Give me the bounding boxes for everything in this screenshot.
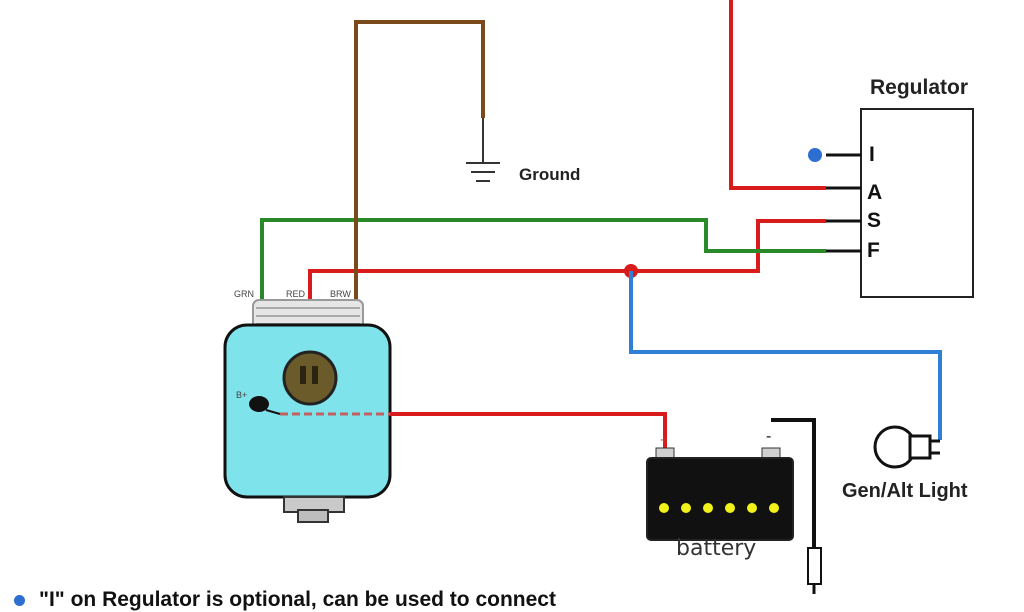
battery-negative-label: - bbox=[766, 428, 772, 445]
b-plus-post bbox=[249, 396, 269, 412]
footnote: "I" on Regulator is optional, can be use… bbox=[14, 588, 556, 612]
red-wire-to-battery bbox=[390, 412, 667, 448]
battery-cell bbox=[769, 503, 779, 513]
terminal-label-i: I bbox=[869, 143, 875, 166]
gen-alt-light-label: Gen/Alt Light bbox=[842, 480, 968, 502]
footnote-text: "I" on Regulator is optional, can be use… bbox=[39, 588, 556, 611]
wire-label-grn: GRN bbox=[234, 289, 254, 299]
black-wire-battery-negative bbox=[771, 418, 816, 548]
optional-i-indicator-dot bbox=[808, 148, 822, 162]
battery-cell bbox=[703, 503, 713, 513]
regulator-title: Regulator bbox=[870, 76, 969, 99]
generator bbox=[223, 299, 392, 523]
terminal-label-f: F bbox=[867, 239, 880, 262]
terminal-label-s: S bbox=[867, 209, 882, 232]
terminal-label-a: A bbox=[867, 181, 883, 204]
ground-symbol bbox=[466, 118, 500, 182]
wire-label-red: RED bbox=[286, 289, 306, 299]
battery-body bbox=[646, 457, 794, 541]
battery-cell bbox=[681, 503, 691, 513]
b-plus-label: B+ bbox=[236, 390, 248, 400]
footnote-bullet-icon bbox=[14, 594, 25, 606]
battery-positive-label: + bbox=[660, 432, 668, 447]
blue-wire-to-light bbox=[629, 271, 942, 440]
connector-plug bbox=[282, 350, 338, 406]
battery-negative-post bbox=[761, 447, 781, 459]
battery-positive-post bbox=[655, 447, 675, 459]
regulator-box bbox=[860, 108, 974, 298]
battery bbox=[646, 447, 794, 541]
battery-cell bbox=[659, 503, 669, 513]
battery-label: battery bbox=[676, 536, 757, 561]
ground-label: Ground bbox=[519, 165, 581, 184]
battery-cell bbox=[725, 503, 735, 513]
red-wire-to-a bbox=[729, 0, 826, 190]
battery-cell bbox=[747, 503, 757, 513]
gen-alt-light-bulb bbox=[873, 425, 940, 469]
green-wire-to-f bbox=[260, 218, 826, 375]
wire-label-brw: BRW bbox=[330, 289, 351, 299]
